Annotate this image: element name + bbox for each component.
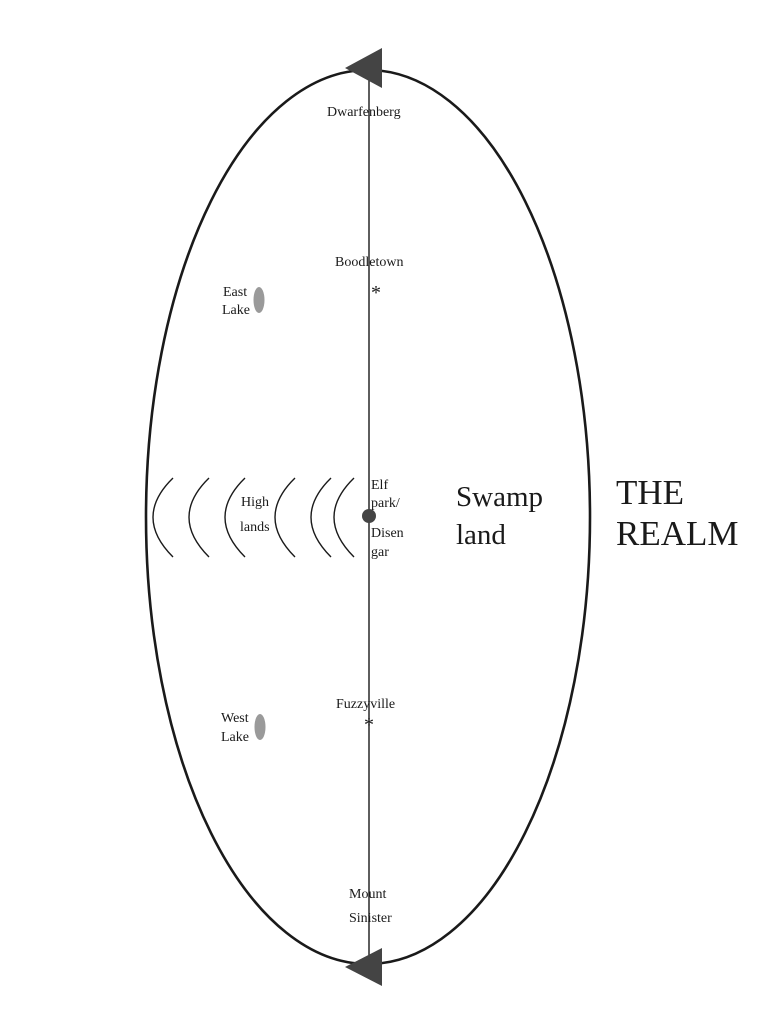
swamp-land-label-2: land bbox=[456, 519, 506, 551]
elf-park-label-3: Disen bbox=[371, 526, 404, 541]
mount-sinister-label-2: Sinister bbox=[349, 911, 392, 926]
realm-title-1: THE bbox=[616, 473, 685, 512]
hill-arc-icon bbox=[152, 477, 174, 558]
hill-arc-icon bbox=[188, 477, 210, 558]
elf-park-label-2: park/ bbox=[371, 496, 400, 511]
fuzzyville-label: Fuzzyville bbox=[336, 697, 396, 712]
east-lake-label-1: East bbox=[223, 285, 248, 300]
hill-arc-icon bbox=[224, 477, 246, 558]
swamp-land-label-1: Swamp bbox=[456, 481, 543, 513]
elf-park-label-4: gar bbox=[371, 545, 389, 560]
west-lake-label-1: West bbox=[221, 711, 249, 726]
fuzzyville-marker: * bbox=[364, 714, 374, 736]
east-lake-icon bbox=[253, 287, 265, 313]
north-arrow-icon bbox=[345, 48, 382, 88]
hill-arc-icon bbox=[274, 477, 296, 558]
mount-sinister-label-1: Mount bbox=[349, 887, 387, 902]
east-lake-label-2: Lake bbox=[222, 303, 250, 318]
highlands-label-1: High bbox=[241, 495, 269, 510]
west-lake-icon bbox=[254, 714, 266, 740]
west-lake-label-2: Lake bbox=[221, 730, 249, 745]
dwarfenberg-label: Dwarfenberg bbox=[327, 105, 401, 120]
realm-title-2: REALM bbox=[616, 514, 739, 553]
south-arrow-icon bbox=[345, 948, 382, 986]
hill-arc-icon bbox=[333, 477, 355, 558]
highlands-label-2: lands bbox=[240, 520, 270, 535]
elf-park-dot-icon bbox=[362, 509, 376, 523]
elf-park-label-1: Elf bbox=[371, 478, 389, 493]
boodletown-marker: * bbox=[371, 282, 381, 304]
boodletown-label: Boodletown bbox=[335, 255, 404, 270]
hill-arc-icon bbox=[310, 477, 332, 558]
highlands-arcs bbox=[152, 477, 355, 558]
